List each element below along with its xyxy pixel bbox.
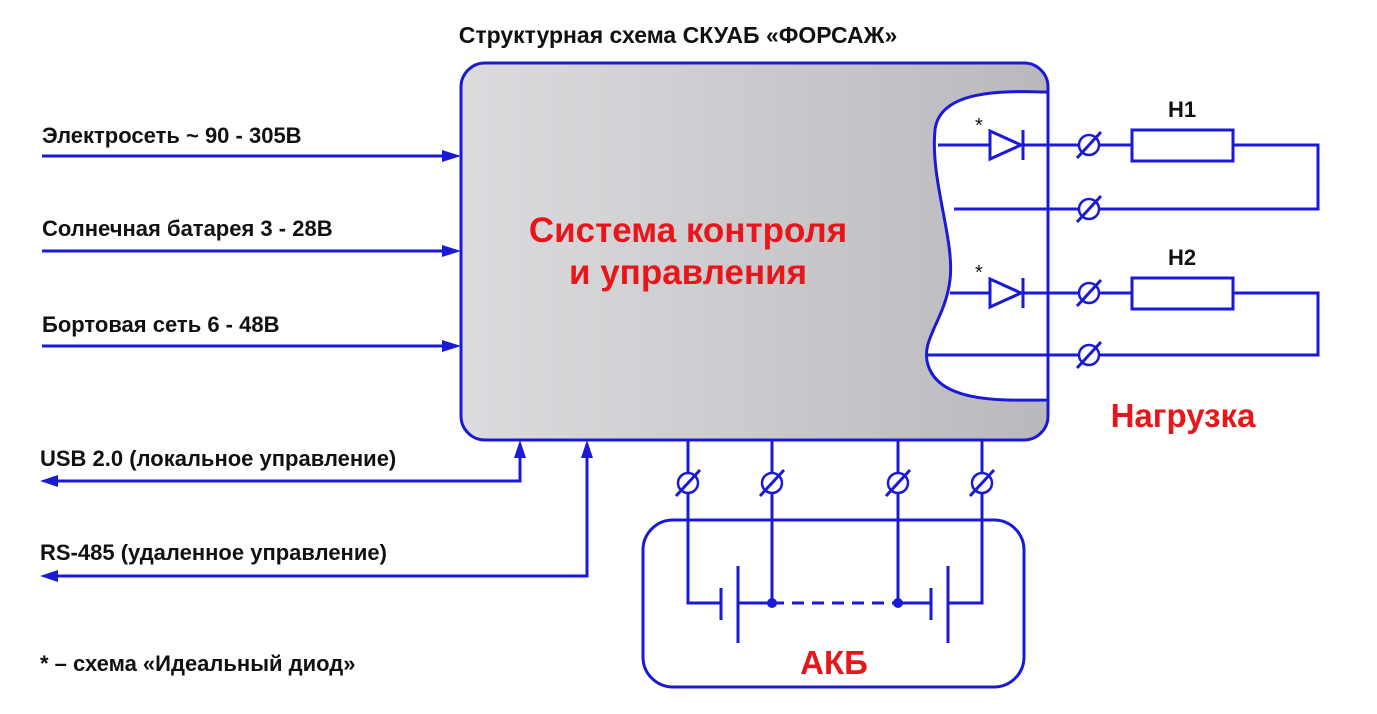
load-h2-label: Н2: [1168, 245, 1196, 270]
load-h1-label: Н1: [1168, 97, 1196, 122]
battery-label: АКБ: [800, 644, 868, 681]
usb-arrow-left: [40, 475, 58, 487]
usb-label: USB 2.0 (локальное управление): [40, 446, 396, 471]
battery-wire-1: [686, 440, 721, 605]
battery-wire-4: [948, 440, 984, 605]
input-solar-label: Солнечная батарея 3 - 28В: [42, 216, 333, 241]
load-h2-resistor: [1130, 276, 1235, 311]
control-block-title-line1: Система контроля: [529, 211, 847, 250]
output-cutout: [925, 90, 1050, 402]
rs485-label: RS-485 (удаленное управление): [40, 540, 387, 565]
terminal-h1-bottom: [1075, 194, 1103, 224]
terminal-battery-3: [884, 468, 912, 498]
load-h1-resistor: [1130, 128, 1235, 163]
diode-mark-2: *: [975, 262, 983, 284]
footnote: * – схема «Идеальный диод»: [40, 651, 355, 676]
input-solar-arrow: [442, 245, 461, 257]
h2-return-wire: [928, 291, 1320, 357]
diagram-title: Структурная схема СКУАБ «ФОРСАЖ»: [459, 22, 898, 48]
input-mains-label: Электросеть ~ 90 - 305В: [42, 123, 302, 148]
load-label: Нагрузка: [1111, 397, 1256, 434]
terminal-battery-2: [758, 468, 786, 498]
h1-return-wire: [954, 143, 1320, 211]
control-block-title-line2: и управления: [569, 253, 807, 292]
usb-arrow-up: [514, 440, 526, 458]
terminal-h1-top: [1075, 130, 1103, 160]
rs485-wire: [58, 456, 589, 578]
rs485-arrow-left: [40, 570, 58, 582]
rs485-arrow-up: [581, 440, 593, 458]
input-onboard-label: Бортовая сеть 6 - 48В: [42, 312, 279, 337]
diode-1-icon: [988, 128, 1025, 162]
terminal-h2-bottom: [1075, 340, 1103, 370]
usb-wire: [58, 456, 522, 483]
terminal-h2-top: [1075, 278, 1103, 308]
terminal-battery-4: [968, 468, 996, 498]
diode-2-icon: [988, 276, 1025, 310]
input-mains-arrow: [442, 150, 461, 162]
terminal-battery-1: [674, 468, 702, 498]
input-onboard-arrow: [442, 340, 461, 352]
diode-mark-1: *: [975, 115, 983, 137]
